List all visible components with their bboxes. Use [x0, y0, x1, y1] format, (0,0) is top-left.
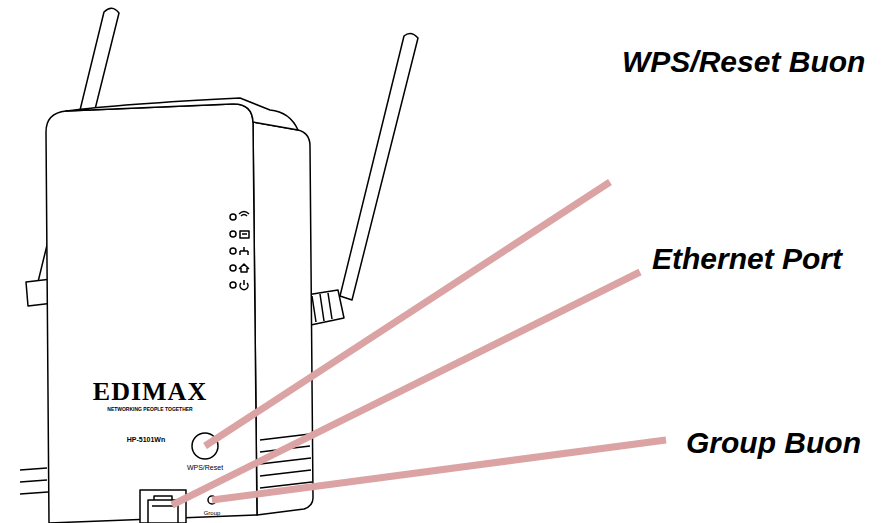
- led: [230, 248, 236, 254]
- device-top: [66, 98, 298, 130]
- button-print: WPS/Reset: [187, 464, 223, 472]
- antenna: [340, 33, 418, 300]
- ethernet-port: [140, 490, 186, 523]
- home-icon: [239, 264, 249, 272]
- vent-lines: [20, 434, 312, 494]
- network-icon: [240, 247, 248, 255]
- device-side: [253, 122, 313, 515]
- port-socket: [148, 496, 178, 523]
- button-print: Group: [204, 510, 221, 517]
- wifi-icon: [239, 212, 249, 217]
- brand-slogan: NETWORKING PEOPLE TOGETHER: [107, 407, 192, 413]
- hinge-ridges: [312, 293, 332, 322]
- led: [230, 282, 236, 288]
- led: [230, 214, 236, 220]
- callout-label: Ethernet Port: [652, 242, 842, 275]
- callout-label: Group Buon: [686, 426, 861, 459]
- brand-logo: EDIMAX: [93, 378, 207, 407]
- leader-line: [172, 272, 640, 505]
- led: [230, 265, 236, 271]
- powerline-icon: [240, 231, 249, 238]
- model-number: HP-5101Wn: [127, 436, 166, 444]
- callout-label: WPS/Reset Buon: [622, 45, 865, 78]
- leader-line: [212, 440, 666, 500]
- power-icon: [240, 280, 248, 290]
- device-front: [46, 104, 257, 523]
- led: [230, 231, 236, 237]
